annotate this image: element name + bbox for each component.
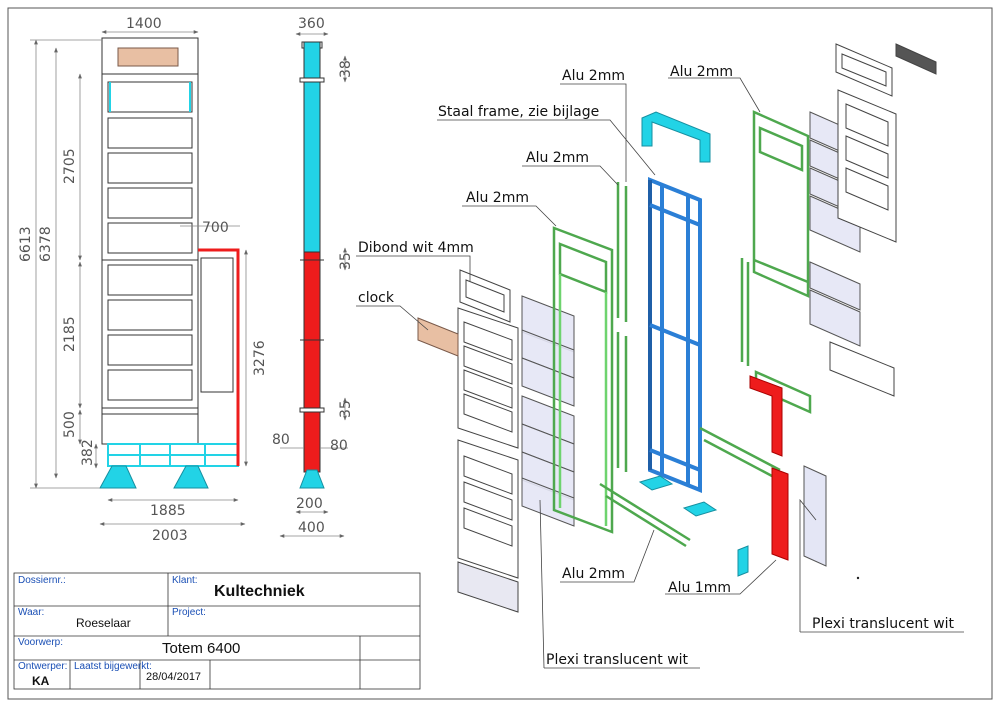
plexi-front-stack	[521, 295, 575, 527]
tb-laatst-value: 28/04/2017	[146, 671, 201, 683]
side-dimension-lines	[279, 32, 348, 538]
dim-500: 500	[62, 411, 78, 438]
dim-700: 700	[202, 220, 229, 236]
callout-alu-2mm-bottom: Alu 2mm	[562, 566, 625, 582]
leader-lines	[356, 77, 964, 669]
tb-ontwerper-label: Ontwerper:	[18, 661, 67, 672]
cyan-small-piece	[737, 545, 749, 577]
callout-alu-2mm-top-center: Alu 2mm	[562, 68, 625, 84]
exploded-view	[417, 43, 937, 613]
dim-35-bottom: 35	[338, 400, 354, 418]
front-logo-panel	[117, 47, 179, 67]
clock-panel	[417, 317, 459, 357]
tb-voorwerp-label: Voorwerp:	[18, 637, 63, 648]
black-grille	[895, 43, 937, 75]
cyan-top-cap	[641, 111, 711, 163]
plexi-single-sheet	[803, 465, 827, 567]
tb-klant-value: Kultechniek	[214, 583, 305, 600]
dim-400: 400	[298, 520, 325, 536]
side-view	[299, 41, 325, 489]
tb-klant-label: Klant:	[172, 575, 198, 586]
dim-200: 200	[296, 496, 323, 512]
tb-waar-value: Roeselaar	[76, 616, 131, 630]
callout-staal-frame: Staal frame, zie bijlage	[438, 104, 599, 120]
title-block	[13, 572, 421, 690]
dim-6613: 6613	[18, 226, 34, 262]
sheet-border	[7, 7, 993, 700]
steel-frame-feet	[638, 475, 718, 517]
dim-382: 382	[80, 439, 96, 466]
dim-3276: 3276	[252, 340, 268, 376]
tb-project-label: Project:	[172, 607, 206, 618]
front-view	[99, 37, 240, 489]
far-right-frame-stack	[829, 43, 937, 397]
base-rails	[599, 426, 781, 548]
tb-dossiernr-label: Dossiernr.:	[18, 575, 66, 586]
dim-1885: 1885	[150, 503, 186, 519]
callout-alu-2mm-top-right: Alu 2mm	[670, 64, 733, 80]
callout-alu-1mm: Alu 1mm	[668, 580, 731, 596]
callout-dibond: Dibond wit 4mm	[358, 240, 474, 256]
tb-ontwerper-value: KA	[32, 674, 50, 688]
dim-80-right: 80	[330, 438, 348, 454]
tb-waar-label: Waar:	[18, 607, 44, 618]
dibond-panel-stack	[457, 269, 519, 613]
dim-35-top: 35	[338, 252, 354, 270]
dim-2705: 2705	[62, 148, 78, 184]
callout-plexi-right: Plexi translucent wit	[812, 616, 955, 632]
alu-rails-green	[616, 182, 628, 472]
tb-voorwerp-value: Totem 6400	[162, 640, 240, 657]
callout-plexi-bottom: Plexi translucent wit	[546, 652, 689, 668]
callout-clock: clock	[358, 290, 395, 306]
dim-360: 360	[298, 16, 325, 32]
callout-alu-2mm-mid: Alu 2mm	[526, 150, 589, 166]
dim-80-left: 80	[272, 432, 290, 448]
dim-2185: 2185	[62, 316, 78, 352]
steel-frame-blue	[648, 177, 702, 493]
dim-2003: 2003	[152, 528, 188, 544]
dim-38: 38	[338, 60, 354, 78]
front-dimension-lines	[30, 30, 248, 526]
alu-frame-green-right	[752, 110, 810, 298]
stray-dot	[856, 576, 860, 580]
dim-1400: 1400	[126, 16, 162, 32]
red-alu-parts	[749, 375, 789, 561]
tb-laatst-label: Laatst bijgewerkt:	[74, 661, 152, 672]
dim-6378: 6378	[38, 226, 54, 262]
callout-alu-2mm-left: Alu 2mm	[466, 190, 529, 206]
